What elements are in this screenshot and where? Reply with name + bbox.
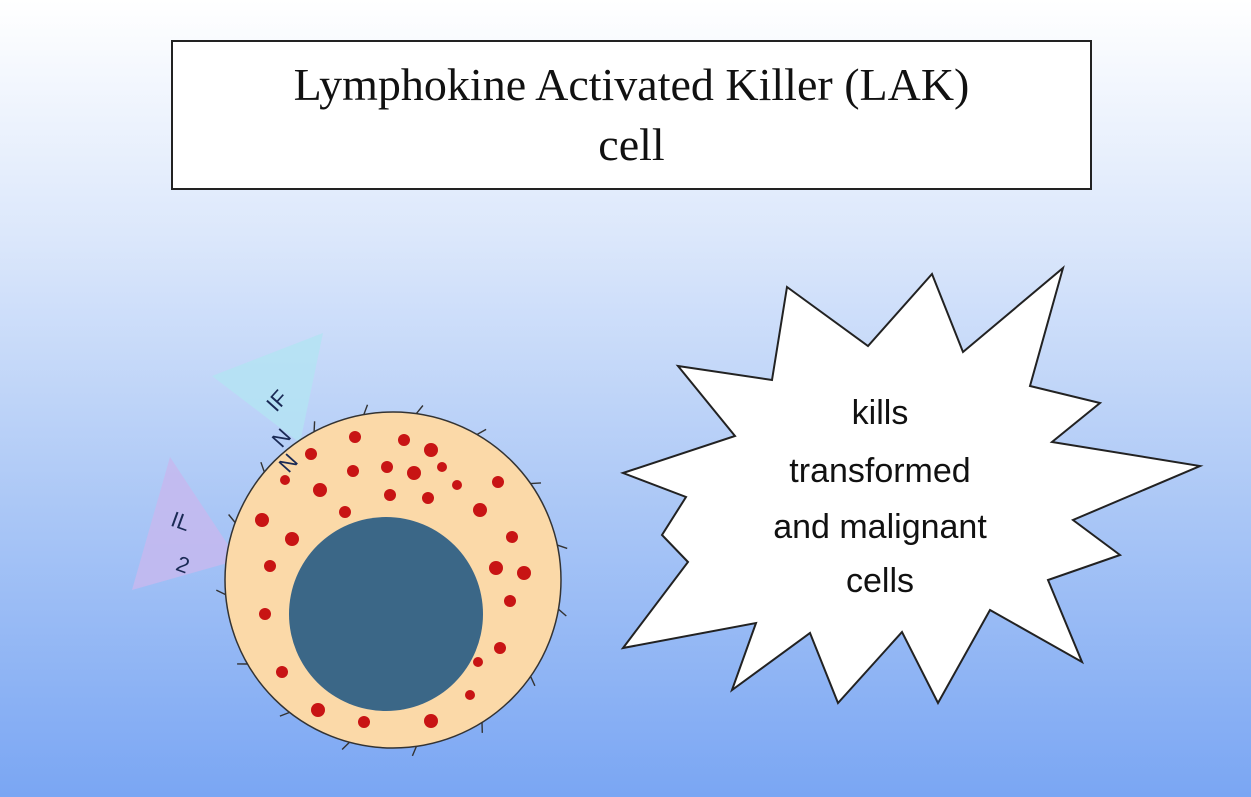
granule bbox=[276, 666, 288, 678]
cell-surface-receptors bbox=[215, 404, 568, 757]
granule bbox=[506, 531, 518, 543]
granule bbox=[517, 566, 531, 580]
granule bbox=[339, 506, 351, 518]
granule bbox=[381, 461, 393, 473]
lak-cell bbox=[215, 404, 568, 757]
granule bbox=[473, 503, 487, 517]
surface-receptor bbox=[313, 421, 316, 432]
granule bbox=[280, 475, 290, 485]
granule bbox=[437, 462, 447, 472]
surface-receptor bbox=[279, 711, 290, 717]
granule bbox=[358, 716, 370, 728]
granule bbox=[489, 561, 503, 575]
title-line-2: cell bbox=[598, 119, 665, 170]
granule bbox=[384, 489, 396, 501]
granule bbox=[452, 480, 462, 490]
burst-line-3: and malignant bbox=[773, 508, 987, 546]
granule bbox=[494, 642, 506, 654]
granule bbox=[504, 595, 516, 607]
granule bbox=[349, 431, 361, 443]
granule bbox=[465, 690, 475, 700]
surface-receptor bbox=[260, 461, 265, 473]
surface-receptor bbox=[341, 741, 350, 751]
burst-shape bbox=[620, 265, 1204, 706]
burst-line-2: transformed bbox=[789, 452, 970, 490]
granule bbox=[473, 657, 483, 667]
surface-receptor bbox=[411, 746, 418, 757]
surface-receptor bbox=[476, 428, 487, 436]
granule bbox=[259, 608, 271, 620]
granule bbox=[311, 703, 325, 717]
cell-granules bbox=[255, 431, 531, 728]
burst-line-1: kills bbox=[852, 394, 909, 432]
granule bbox=[255, 513, 269, 527]
granule bbox=[305, 448, 317, 460]
ifn-triangle bbox=[212, 333, 323, 443]
granule bbox=[407, 466, 421, 480]
cell-nucleus bbox=[289, 517, 483, 711]
granule bbox=[424, 443, 438, 457]
surface-receptor bbox=[557, 544, 568, 550]
granule bbox=[422, 492, 434, 504]
surface-receptor bbox=[228, 514, 236, 523]
il2-triangle bbox=[132, 457, 238, 590]
granule bbox=[313, 483, 327, 497]
granule bbox=[264, 560, 276, 572]
surface-receptor bbox=[415, 405, 424, 415]
surface-receptor bbox=[363, 404, 369, 415]
surface-receptor bbox=[529, 676, 536, 687]
surface-receptor bbox=[557, 608, 567, 617]
granule bbox=[492, 476, 504, 488]
granule bbox=[285, 532, 299, 546]
title-line-1: Lymphokine Activated Killer (LAK) bbox=[293, 59, 970, 110]
title-box: Lymphokine Activated Killer (LAK) cell bbox=[171, 40, 1092, 190]
surface-receptor bbox=[215, 589, 226, 596]
granule bbox=[347, 465, 359, 477]
granule bbox=[424, 714, 438, 728]
granule bbox=[398, 434, 410, 446]
burst-line-4: cells bbox=[846, 562, 914, 600]
surface-receptor bbox=[530, 482, 542, 485]
